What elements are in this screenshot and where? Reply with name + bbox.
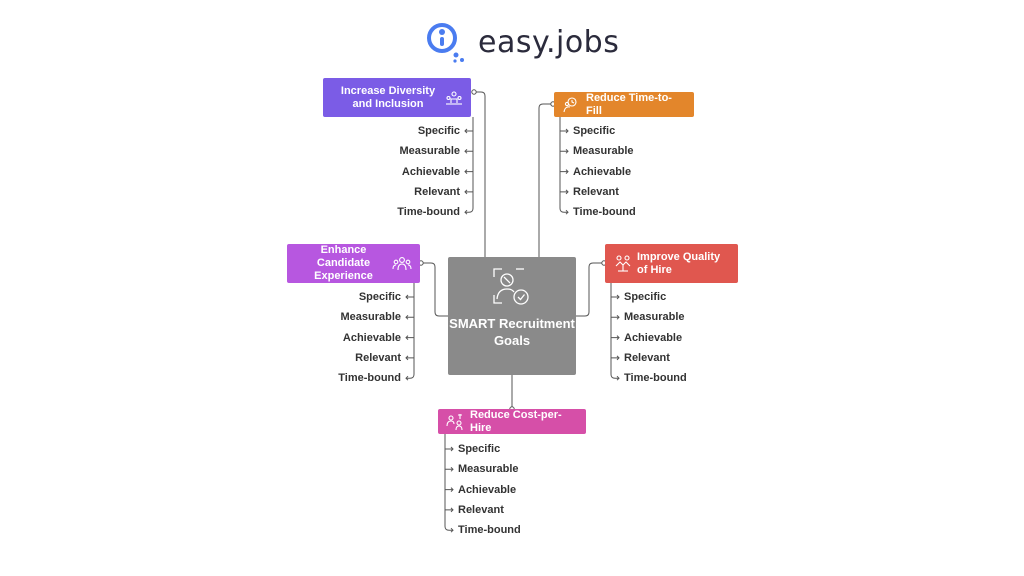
criteria-item-experience-time-bound: Time-bound xyxy=(338,372,401,385)
goal-box-quality-of-hire: Improve Quality of Hire xyxy=(605,244,738,283)
criteria-arrow xyxy=(405,335,414,340)
goal-box-diversity: Increase Diversity and Inclusion xyxy=(323,78,471,117)
criteria-item-cost-achievable: Achievable xyxy=(458,483,517,496)
criteria-item-time-time-bound: Time-bound xyxy=(573,206,636,219)
criteria-item-time-specific: Specific xyxy=(573,125,616,137)
criteria-arrow xyxy=(405,355,414,361)
logo: easy.jobs xyxy=(424,18,619,66)
criteria-item-quality-achievable: Achievable xyxy=(624,331,683,344)
criteria-item-time-relevant: Relevant xyxy=(573,185,619,198)
target-person-icon xyxy=(493,268,529,305)
logo-text: easy.jobs xyxy=(478,24,620,60)
goal-label-candidate-experience: Enhance Candidate Experience xyxy=(314,244,373,282)
criteria-item-cost-measurable: Measurable xyxy=(458,463,519,476)
criteria-arrow xyxy=(449,527,454,533)
criteria-spine-time xyxy=(559,117,565,213)
criteria-item-experience-measurable: Measurable xyxy=(340,311,401,324)
goal-box-time-to-fill: Reduce Time-to-Fill xyxy=(554,92,694,117)
criteria-arrow xyxy=(611,355,620,361)
criteria-arrow xyxy=(464,209,469,215)
criteria-arrow xyxy=(464,169,473,174)
center-node: SMART Recruitment Goals xyxy=(448,257,576,375)
criteria-item-time-achievable: Achievable xyxy=(573,165,632,178)
criteria-arrow xyxy=(611,335,620,340)
criteria-spine-diversity xyxy=(468,117,474,213)
criteria-item-diversity-specific: Specific xyxy=(417,125,460,137)
criteria-item-quality-measurable: Measurable xyxy=(624,311,685,324)
criteria-item-diversity-relevant: Relevant xyxy=(414,185,460,198)
criteria-arrow xyxy=(464,148,473,154)
criteria-item-cost-relevant: Relevant xyxy=(458,503,504,516)
criteria-arrow xyxy=(445,446,454,452)
goal-label-cost-per-hire: Reduce Cost-per-Hire xyxy=(470,408,562,434)
criteria-arrow xyxy=(560,148,569,154)
center-label: SMART Recruitment Goals xyxy=(449,316,575,348)
criteria-arrow xyxy=(611,314,620,320)
diversity-icon xyxy=(446,90,462,105)
criteria-item-time-measurable: Measurable xyxy=(573,145,634,158)
criteria-arrow xyxy=(560,189,569,195)
goal-box-cost-per-hire: Reduce Cost-per-Hire xyxy=(438,409,586,434)
criteria-arrow xyxy=(445,466,454,472)
criteria-item-quality-specific: Specific xyxy=(624,291,667,303)
criteria-arrow xyxy=(405,314,414,320)
criteria-arrow xyxy=(405,294,414,300)
criteria-item-experience-specific: Specific xyxy=(358,291,401,303)
goal-label-diversity: Increase Diversity and Inclusion xyxy=(340,84,436,110)
goal-box-candidate-experience: Enhance Candidate Experience xyxy=(287,244,420,283)
criteria-spine-experience xyxy=(409,283,415,379)
criteria-arrow xyxy=(564,209,569,215)
handshake-icon xyxy=(615,254,631,272)
people-cost-icon xyxy=(446,413,463,430)
criteria-arrow xyxy=(611,294,620,300)
criteria-item-diversity-achievable: Achievable xyxy=(401,165,460,178)
criteria-item-cost-specific: Specific xyxy=(458,443,501,455)
criteria-arrow xyxy=(445,507,454,513)
criteria-arrow xyxy=(560,128,569,134)
criteria-item-cost-time-bound: Time-bound xyxy=(458,524,521,537)
criteria-item-quality-relevant: Relevant xyxy=(624,351,670,364)
criteria-arrow xyxy=(445,487,454,492)
criteria-item-experience-relevant: Relevant xyxy=(355,351,401,364)
criteria-arrow xyxy=(615,375,620,381)
clock-person-icon xyxy=(563,96,577,112)
criteria-item-quality-time-bound: Time-bound xyxy=(624,372,687,385)
criteria-item-diversity-time-bound: Time-bound xyxy=(397,206,460,219)
criteria-spine-cost xyxy=(444,434,450,531)
goal-label-time-to-fill: Reduce Time-to-Fill xyxy=(586,91,672,117)
goal-label-quality-of-hire: Improve Quality of Hire xyxy=(637,250,721,276)
criteria-arrow xyxy=(464,189,473,195)
criteria-item-diversity-measurable: Measurable xyxy=(399,145,460,158)
criteria-spine-quality xyxy=(610,283,616,379)
criteria-arrow xyxy=(464,128,473,134)
criteria-arrow xyxy=(405,375,410,381)
easy-jobs-logo-icon xyxy=(427,23,464,63)
people-group-icon xyxy=(392,256,412,270)
criteria-arrow xyxy=(560,169,569,174)
criteria-item-experience-achievable: Achievable xyxy=(342,331,401,344)
